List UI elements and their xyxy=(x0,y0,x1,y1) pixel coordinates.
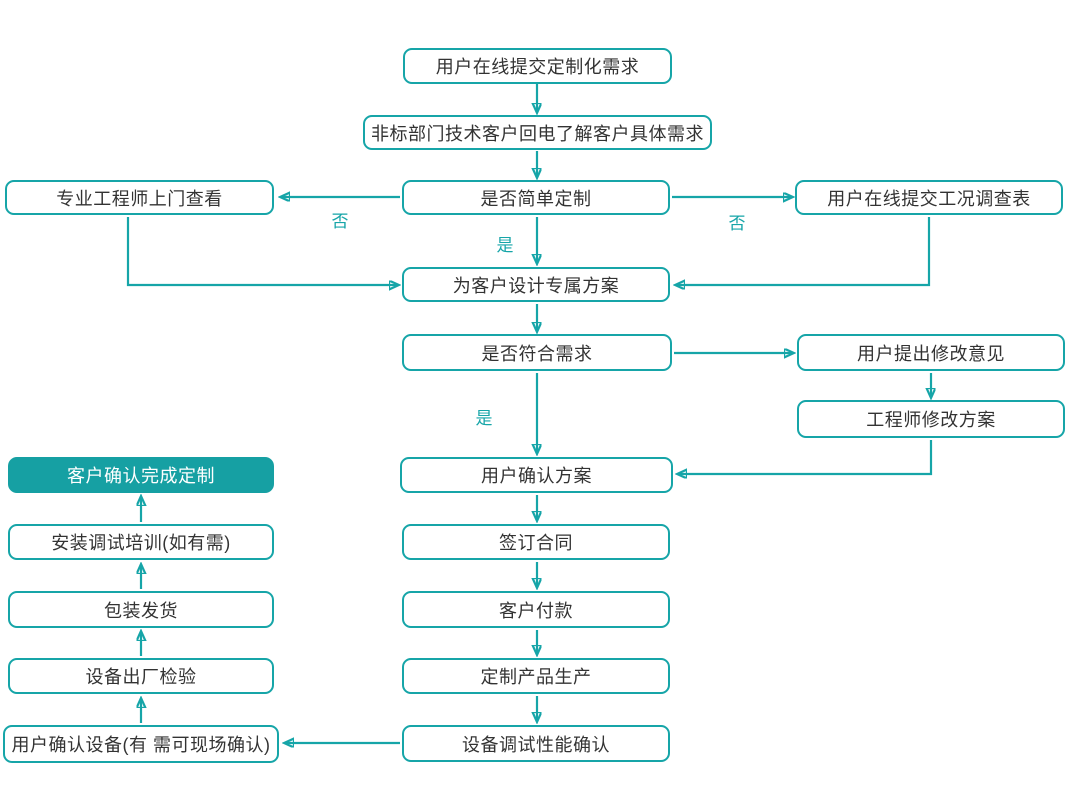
node-engineer-visit: 专业工程师上门查看 xyxy=(5,180,274,215)
edge-label-no-right: 否 xyxy=(728,214,746,233)
node-debug-confirm: 设备调试性能确认 xyxy=(402,725,670,762)
node-production: 定制产品生产 xyxy=(402,658,670,694)
edge-label-yes-to-design: 是 xyxy=(496,236,514,255)
node-complete-custom: 客户确认完成定制 xyxy=(8,457,274,493)
edge-label-no-left: 否 xyxy=(331,212,349,231)
arrow-visit-to-design xyxy=(126,217,398,285)
edge-label-yes-to-confirm: 是 xyxy=(475,409,493,428)
node-sign-contract: 签订合同 xyxy=(402,524,670,560)
node-decision-meets-needs: 是否符合需求 xyxy=(402,334,672,371)
node-survey-form: 用户在线提交工况调查表 xyxy=(795,180,1063,215)
node-decision-simple-custom: 是否简单定制 xyxy=(402,180,670,215)
arrow-survey-to-design xyxy=(676,217,931,285)
node-user-confirm-device: 用户确认设备(有 需可现场确认) xyxy=(3,725,279,763)
node-feedback: 用户提出修改意见 xyxy=(797,334,1065,371)
node-confirm-plan: 用户确认方案 xyxy=(400,457,673,493)
node-callback: 非标部门技术客户回电了解客户具体需求 xyxy=(363,115,712,150)
node-submit-request: 用户在线提交定制化需求 xyxy=(403,48,672,84)
arrow-revise-to-confirm xyxy=(678,440,933,474)
node-design-plan: 为客户设计专属方案 xyxy=(402,267,670,302)
node-install-training: 安装调试培训(如有需) xyxy=(8,524,274,560)
node-factory-inspection: 设备出厂检验 xyxy=(8,658,274,694)
node-payment: 客户付款 xyxy=(402,591,670,628)
node-revise-plan: 工程师修改方案 xyxy=(797,400,1065,438)
node-packing-shipping: 包装发货 xyxy=(8,591,274,628)
